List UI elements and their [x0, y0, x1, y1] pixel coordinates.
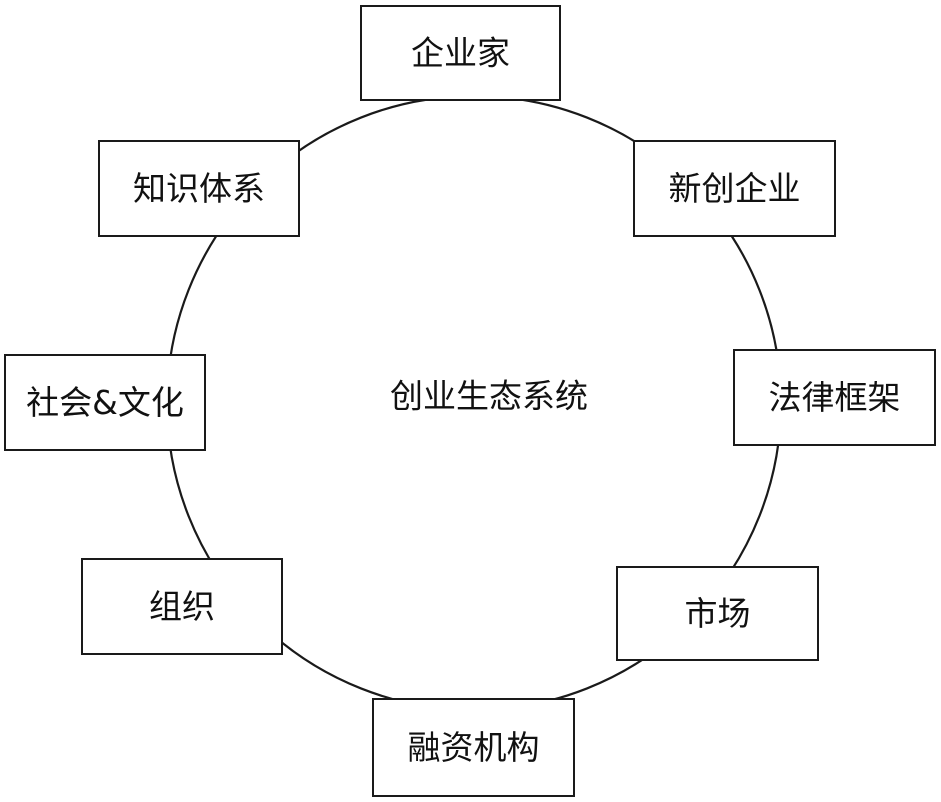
- node-society-label: 社会&文化: [26, 383, 184, 422]
- node-society: 社会&文化: [4, 354, 206, 451]
- node-startup-label: 新创企业: [669, 169, 801, 208]
- node-entrepreneur-label: 企业家: [411, 34, 510, 73]
- node-startup-box: [633, 140, 836, 237]
- node-finance-box: [372, 698, 575, 797]
- node-knowledge-label: 知识体系: [133, 169, 265, 208]
- node-organization-label: 组织: [149, 587, 215, 626]
- node-startup: 新创企业: [633, 140, 836, 237]
- node-legal-label: 法律框架: [769, 378, 901, 417]
- node-market-label: 市场: [685, 594, 751, 633]
- node-organization-box: [81, 558, 283, 655]
- node-market-box: [616, 566, 819, 661]
- node-society-box: [4, 354, 206, 451]
- node-knowledge: 知识体系: [98, 140, 300, 237]
- node-finance: 融资机构: [372, 698, 575, 797]
- node-legal-box: [733, 349, 936, 446]
- center-label: 创业生态系统: [390, 377, 588, 416]
- node-entrepreneur-box: [360, 5, 561, 101]
- node-organization: 组织: [81, 558, 283, 655]
- node-entrepreneur: 企业家: [360, 5, 561, 101]
- node-market: 市场: [616, 566, 819, 661]
- node-legal: 法律框架: [733, 349, 936, 446]
- node-knowledge-box: [98, 140, 300, 237]
- node-finance-label: 融资机构: [408, 728, 540, 767]
